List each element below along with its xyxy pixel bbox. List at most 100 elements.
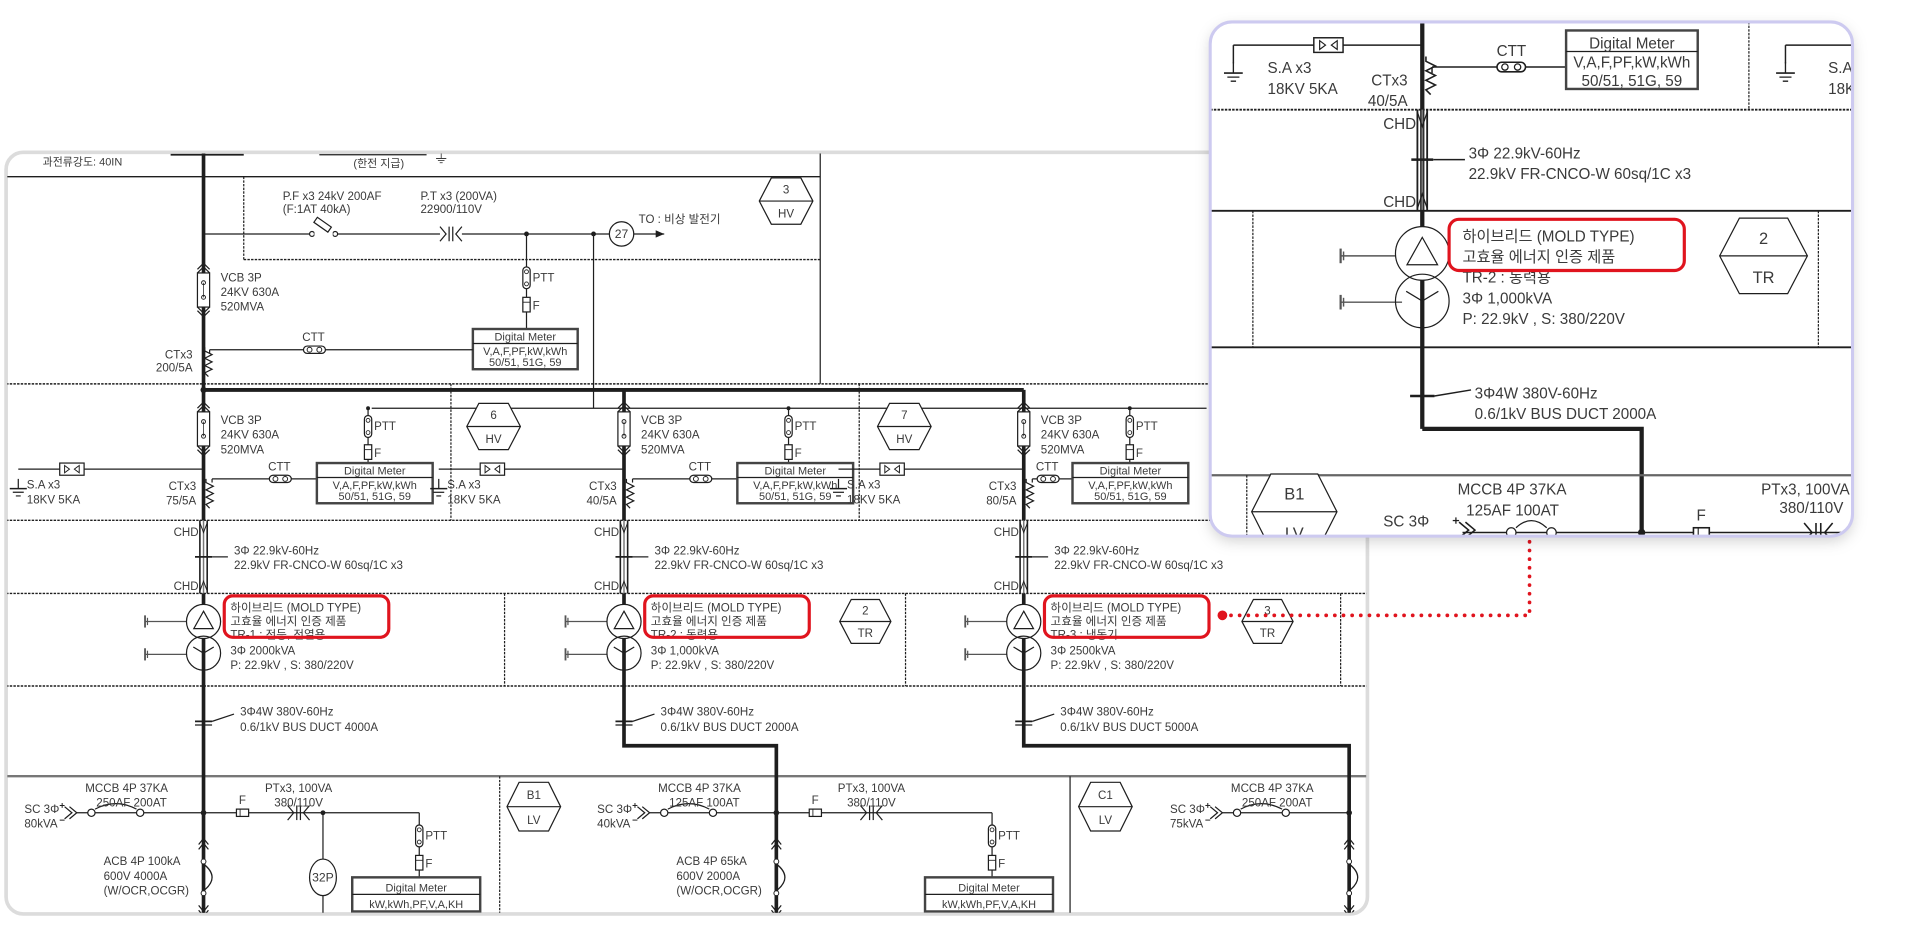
relay-symbol: 27 [608, 221, 635, 247]
transformer-name: TR-3 : 냉동기 [1051, 629, 1118, 642]
transformer-voltage: P: 22.9kV , S: 380/220V [230, 660, 354, 672]
fuse-label: F [812, 795, 819, 807]
pt-ratio: 380/110V [274, 798, 323, 810]
circle [200, 858, 207, 865]
rect [1564, 29, 1699, 91]
cable-type: 22.9kV FR-CNCO-W 60sq/1C x3 [654, 560, 823, 572]
callout-background [1210, 21, 1853, 537]
fuse-symbol [522, 296, 531, 313]
ground-stub-icon [1339, 248, 1403, 264]
ptt-label: PTT [795, 421, 817, 433]
mccb-label: MCCB 4P 37KA [1458, 482, 1568, 499]
power-fuse-symbol [313, 216, 333, 233]
polyline [287, 805, 295, 821]
efficiency-certification: 고효율 에너지 인증 제품 [230, 615, 346, 628]
rect [479, 462, 506, 476]
delta-icon [192, 609, 215, 630]
cable-spec: 3Φ 22.9kV-60Hz [234, 545, 319, 557]
chd-label: CHD [594, 581, 619, 593]
surge-arrester-symbol [879, 462, 905, 476]
panel-number: 7 [901, 410, 907, 422]
circle [773, 858, 780, 865]
ctt-symbol [1496, 61, 1527, 73]
sa-rating: 18KV 5KA [847, 494, 901, 506]
cable-type: 22.9kV FR-CNCO-W 60sq/1C x3 [234, 560, 403, 572]
fuse-symbol [808, 808, 823, 818]
panel-hexagon: 6HV [466, 402, 522, 451]
path [1240, 803, 1283, 810]
polyline [617, 445, 631, 453]
rect [1313, 37, 1344, 54]
ctt-label: CTT [689, 461, 711, 473]
chd-label: CHD [1383, 194, 1416, 211]
panel-type: HV [486, 434, 502, 446]
meter-title: Digital Meter [1589, 35, 1674, 52]
sc-rating: 75kVA [1170, 818, 1203, 830]
meter-title: Digital Meter [958, 882, 1020, 894]
ctt-symbol [689, 474, 713, 484]
circle [272, 475, 279, 482]
circle [1501, 63, 1509, 71]
fuse-symbol [784, 444, 793, 460]
panel-type: LV [1099, 815, 1113, 827]
panel-number: B1 [527, 790, 541, 802]
ground-stub-icon [564, 615, 607, 628]
ground-icon [1776, 62, 1795, 82]
rect [315, 461, 434, 505]
polyline [197, 404, 211, 413]
chd-termination-icon [199, 522, 208, 534]
ct-coil-symbol [1424, 56, 1438, 96]
panel-number: C1 [1098, 790, 1113, 802]
polyline [617, 449, 631, 457]
primary-winding [1394, 226, 1450, 281]
junction-dot [1127, 406, 1132, 411]
circle [416, 827, 422, 833]
junction-dot [200, 809, 207, 816]
ct-coil-symbol [204, 478, 215, 509]
ctt-label: CTT [302, 332, 324, 344]
transformer-symbol [606, 603, 642, 671]
polyline [1464, 521, 1477, 535]
surge-arrester-symbol [1313, 37, 1344, 54]
surge-arrester-symbol [59, 462, 85, 476]
polyline [770, 909, 782, 913]
sa-label: S.A x3 [847, 480, 880, 492]
polyline [1343, 909, 1355, 913]
ground-stub-icon [564, 648, 607, 661]
transformer-capacity: 3Φ 1,000kVA [651, 645, 719, 657]
path [1515, 520, 1548, 529]
path [484, 464, 491, 474]
ptt-symbol [414, 824, 424, 848]
polyline [1803, 522, 1814, 535]
circle [773, 890, 780, 897]
ptt-symbol [522, 266, 531, 290]
path [775, 863, 786, 892]
vcb-breaker-symbol [1017, 401, 1031, 457]
ptt-symbol [363, 414, 373, 439]
junction-dot [786, 406, 791, 411]
path [64, 464, 71, 474]
pf-label: P.F x3 24kV 200AF [283, 191, 382, 203]
junction-dot [773, 809, 780, 816]
efficiency-certification: 고효율 에너지 인증 제품 [651, 615, 767, 628]
ct-ratio: 75/5A [166, 495, 197, 507]
circle [989, 839, 995, 845]
ct-label: CTx3 [165, 349, 193, 361]
circle [1050, 475, 1056, 482]
meter-protections: 50/51, 51G, 59 [759, 491, 831, 503]
transformer-symbol [185, 603, 222, 671]
circle [786, 430, 791, 435]
bus-duct-rating: 0.6/1kV BUS DUCT 5000A [1060, 722, 1198, 734]
vcb-capacity: 520MVA [221, 302, 265, 314]
ct-label: CTx3 [589, 481, 617, 493]
circle [365, 418, 371, 423]
wire [632, 713, 655, 722]
bus-duct-rating: 0.6/1kV BUS DUCT 4000A [240, 722, 378, 734]
ct-ratio: 40/5A [1368, 93, 1409, 110]
path [494, 464, 501, 474]
